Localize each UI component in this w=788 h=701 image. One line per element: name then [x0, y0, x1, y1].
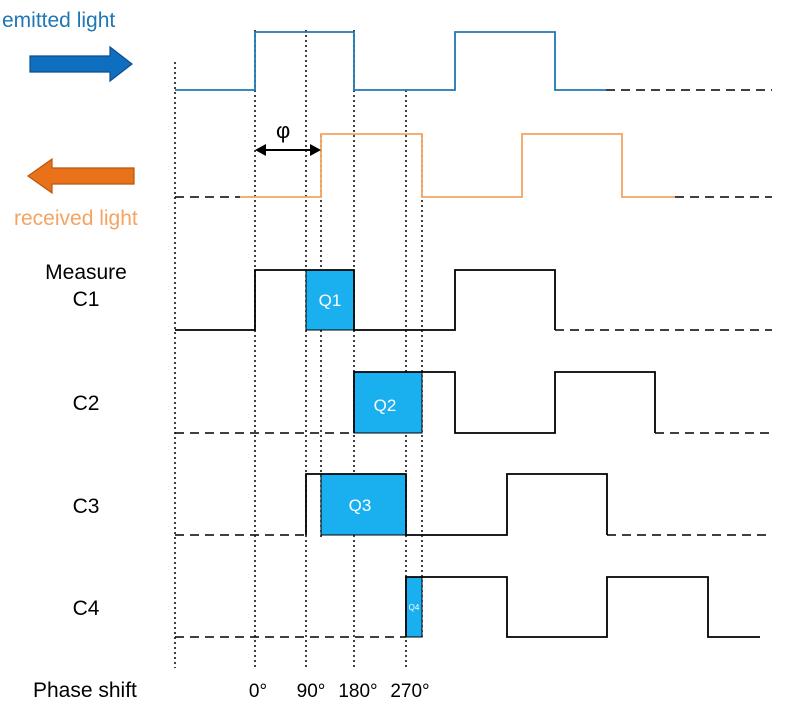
received-arrow-icon — [26, 157, 135, 195]
measure-label: Measure — [45, 261, 127, 284]
q2-label: Q2 — [374, 396, 397, 415]
emitted-arrow-icon — [29, 45, 133, 83]
q3-label: Q3 — [349, 496, 372, 515]
c4-label: C4 — [73, 597, 100, 620]
phase-shift-label: Phase shift — [33, 679, 137, 701]
q4-label: Q4 — [409, 603, 420, 612]
c4-row: Q4 C4 — [73, 576, 760, 638]
emitted-row: emitted light — [2, 9, 772, 91]
c1-waveform — [175, 269, 556, 331]
phi-label: φ — [276, 118, 290, 143]
phase-tick-270: 270° — [390, 681, 429, 701]
c3-waveform — [305, 473, 608, 536]
c2-label: C2 — [73, 392, 100, 415]
c1-label: C1 — [73, 288, 100, 311]
q1-label: Q1 — [319, 291, 342, 310]
c3-label: C3 — [73, 495, 100, 518]
c1-row: Q1 Measure C1 — [45, 261, 772, 331]
c2-row: Q2 C2 — [73, 371, 772, 434]
phi-arrow-left-head — [255, 144, 266, 156]
phi-arrow-right-head — [310, 144, 321, 156]
c4-waveform — [405, 576, 760, 638]
phase-tick-0: 0° — [249, 681, 267, 701]
phase-shift-axis: Phase shift 0° 90° 180° 270° — [33, 679, 430, 701]
emitted-label: emitted light — [2, 9, 115, 32]
c2-waveform — [353, 371, 656, 434]
reference-lines — [174, 30, 423, 668]
received-waveform — [240, 133, 675, 198]
phase-tick-90: 90° — [297, 681, 326, 701]
emitted-waveform — [175, 31, 606, 91]
phase-tick-180: 180° — [338, 681, 377, 701]
received-label: received light — [14, 207, 138, 230]
q2-charge — [353, 371, 423, 434]
c3-row: Q3 C3 — [73, 473, 772, 536]
received-row: φ received light — [14, 118, 772, 230]
